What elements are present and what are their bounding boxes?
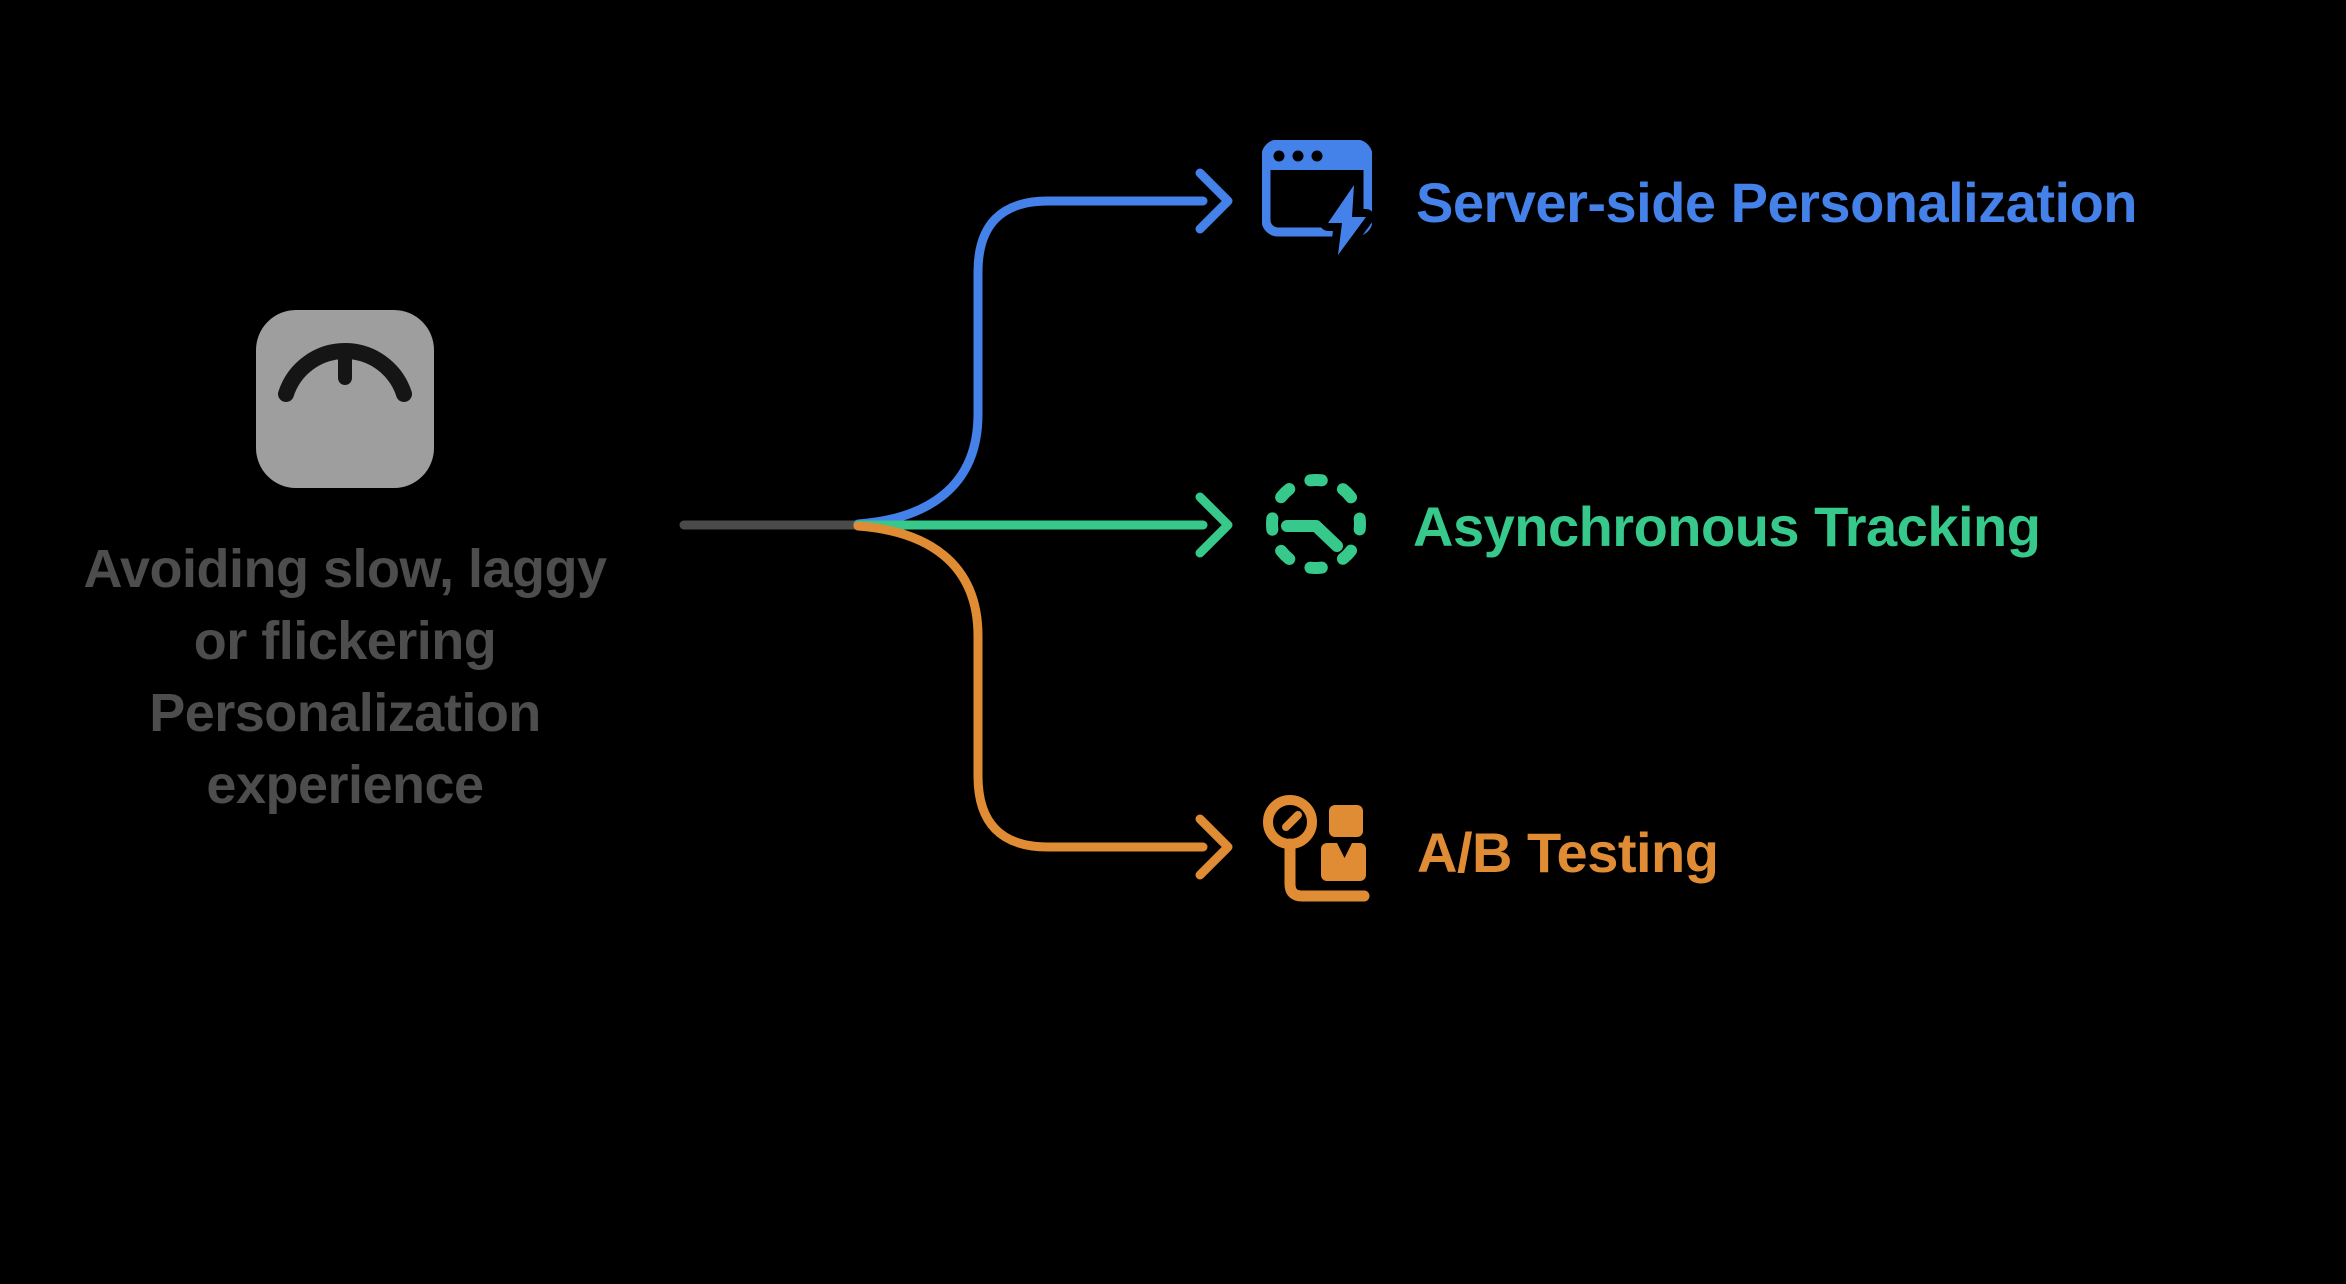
branch-line-blue xyxy=(853,196,1208,529)
arrowhead-orange xyxy=(1195,814,1233,880)
branch-label-asynchronous-tracking: Asynchronous Tracking xyxy=(1413,494,2041,558)
browser-bolt-icon xyxy=(1262,140,1372,258)
arrowhead-green xyxy=(1195,492,1233,558)
root-node-label: Avoiding slow, laggy or flickering Perso… xyxy=(83,539,607,815)
gauge-icon xyxy=(256,310,434,488)
arrowhead-blue xyxy=(1195,168,1233,234)
branch-asynchronous-tracking: Asynchronous Tracking xyxy=(1263,470,2041,576)
root-node: Avoiding slow, laggy or flickering Perso… xyxy=(60,310,630,821)
weighing-scale-icon xyxy=(1260,792,1373,907)
branch-line-orange xyxy=(853,521,1208,852)
branch-label-server-side-personalization: Server-side Personalization xyxy=(1416,170,2138,234)
dashed-clock-icon xyxy=(1263,470,1369,576)
branch-label-ab-testing: A/B Testing xyxy=(1417,821,1719,884)
branch-server-side-personalization: Server-side Personalization xyxy=(1262,140,2138,258)
branch-ab-testing: A/B Testing xyxy=(1260,792,1719,907)
